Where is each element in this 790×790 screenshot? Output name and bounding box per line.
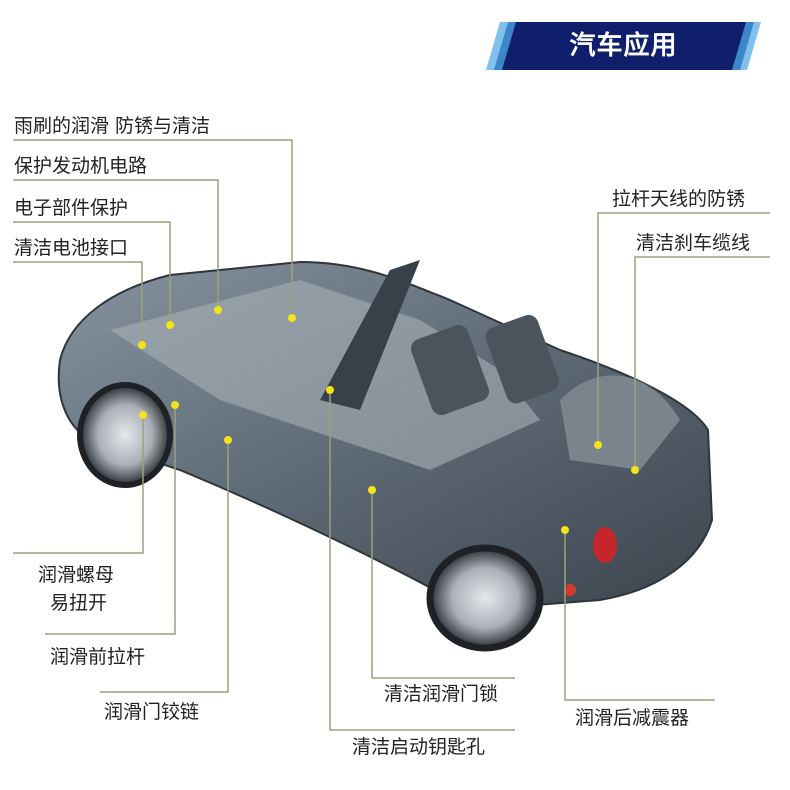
label-brake-cable: 清洁刹车缆线 [636, 232, 751, 254]
label-nut-1: 润滑螺母 [38, 564, 115, 586]
title-banner: 汽车应用 [486, 22, 761, 70]
label-electronics: 电子部件保护 [14, 197, 129, 219]
car-body [57, 260, 714, 612]
rear-wheel [426, 544, 544, 652]
point-markers [138, 306, 639, 534]
label-battery: 清洁电池接口 [14, 237, 129, 259]
leader-lines [13, 139, 770, 731]
label-key-hole: 清洁启动钥匙孔 [352, 736, 486, 758]
label-rear-shock: 润滑后减震器 [575, 707, 690, 729]
label-engine-circuit: 保护发动机电路 [14, 155, 148, 177]
label-antenna: 拉杆天线的防锈 [612, 188, 746, 210]
page-title: 汽车应用 [569, 31, 678, 61]
label-door-hinge: 润滑门铰链 [104, 701, 200, 723]
label-front-rod: 润滑前拉杆 [50, 646, 146, 668]
front-wheel [77, 382, 173, 488]
label-door-lock: 清洁润滑门锁 [384, 683, 499, 705]
label-nut-2: 易扭开 [50, 592, 108, 614]
banner-shape [486, 22, 761, 70]
label-wiper: 雨刷的润滑 防锈与清洁 [14, 115, 211, 137]
